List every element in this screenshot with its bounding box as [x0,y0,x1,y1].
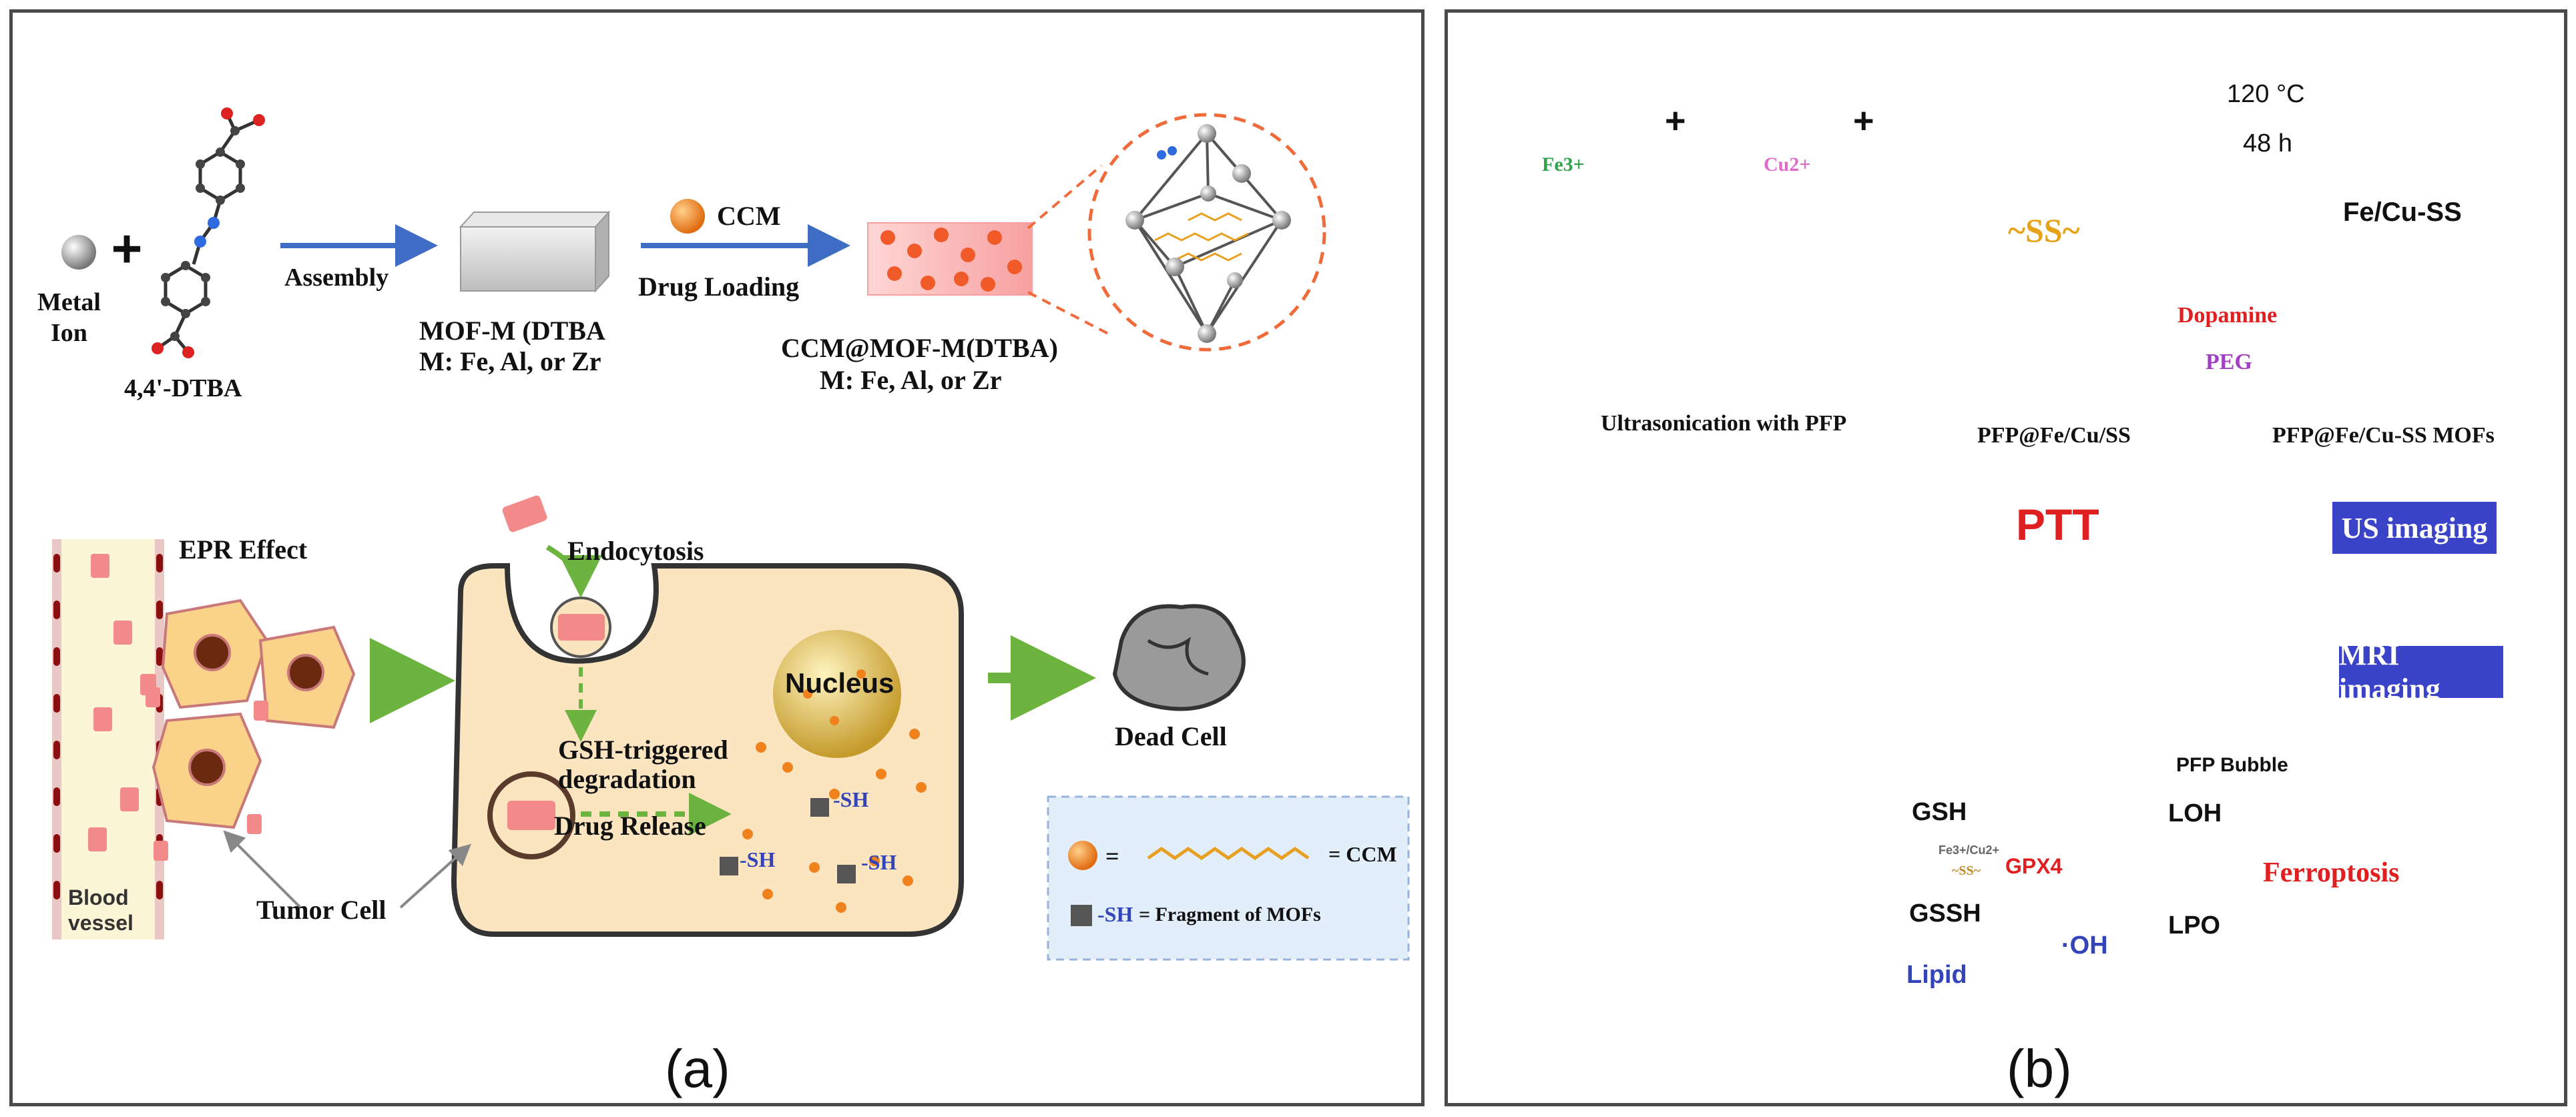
label-plus-1: + [1665,101,1686,141]
ccm-mof-block [867,222,1033,296]
label-fecu-ss: Fe/Cu-SS [2343,198,2462,227]
endocytosis-vesicle [502,495,611,658]
legend-fragment: = Fragment of MOFs [1139,903,1321,925]
label-assembly: Assembly [284,264,389,292]
label-dtba: 4,4'-DTBA [124,374,242,402]
label-gsh: GSH [1912,798,1967,826]
label-epr: EPR Effect [179,534,308,565]
dtba-atoms [152,107,265,358]
label-dopamine: Dopamine [2177,303,2278,328]
label-sh-3: -SH [861,850,897,874]
label-fecu-small: Fe3+/Cu2+ [1939,843,2000,857]
label-nucleus: Nucleus [785,667,894,699]
label-loh: LOH [2168,799,2222,827]
degradation-vesicle [487,771,575,859]
legend-ccm: = CCM [1328,842,1397,866]
label-pfp-bubble: PFP Bubble [2176,754,2288,776]
label-ss: ~SS~ [2008,212,2080,249]
tumor-cells [152,599,356,829]
label-drug-loading: Drug Loading [638,272,800,302]
label-peg: PEG [2206,350,2252,374]
legend-eq: = [1105,843,1119,869]
label-gpx4: GPX4 [2005,854,2063,878]
legend-sh: -SH [1097,902,1133,926]
panel-b [1445,9,2567,1106]
label-cu: Cu2+ [1764,153,1811,175]
label-pfp-mofs: PFP@Fe/Cu-SS MOFs [2272,423,2495,448]
label-gsh-1: GSH-triggered [558,735,728,765]
blood-vessel [52,539,164,940]
label-ccm-mof-1: CCM@MOF-M(DTBA) [781,333,1058,363]
svg-text:+: + [111,219,143,278]
label-lpo: LPO [2168,911,2221,940]
label-time: 48 h [2243,129,2292,157]
label-endocytosis: Endocytosis [567,536,704,566]
label-ultrasonication: Ultrasonication with PFP [1601,411,1847,436]
mri-imaging-box: MRI imaging [2339,639,2503,705]
label-ccm-mof-2: M: Fe, Al, or Zr [820,365,1002,395]
nucleus [773,630,901,758]
label-dead-cell: Dead Cell [1115,721,1227,751]
label-mof-1: MOF-M (DTBA [419,316,605,346]
legend-box [1047,795,1410,961]
label-tumor-cell: Tumor Cell [256,895,387,925]
label-blood-vessel: Blood vessel [68,885,134,935]
label-gssh: GSSH [1909,899,1981,927]
label-gsh-2: degradation [558,764,696,794]
label-pfp-fecu: PFP@Fe/Cu/SS [1977,423,2131,448]
label-lipid: Lipid [1906,961,1967,989]
label-ccm: CCM [717,201,781,231]
mof-fragments [720,798,856,883]
label-ss-small: ~SS~ [1952,863,1981,878]
us-imaging-box: US imaging [2332,502,2497,554]
dtba-linker [156,112,260,354]
label-plus-2: + [1853,101,1874,141]
caption-b: (b) [2007,1039,2072,1098]
label-drug-release: Drug Release [554,811,706,841]
label-metal-ion: Metal Ion [37,288,101,347]
label-sh-1: -SH [833,787,869,811]
caption-a: (a) [665,1039,730,1098]
metal-ion-sphere [61,235,96,270]
mof-block [459,210,611,293]
label-mof-2: M: Fe, Al, or Zr [419,346,601,376]
released-drugs [742,669,927,913]
label-fe: Fe3+ [1542,153,1585,175]
label-ptt: PTT [2016,500,2099,549]
label-sh-2: -SH [740,847,776,871]
ccm-sphere [670,199,705,234]
mof-octahedron-zoom [1087,113,1326,352]
label-oh: ·OH [2061,932,2108,960]
dead-cell [1112,604,1246,711]
label-ferroptosis: Ferroptosis [2263,857,2400,888]
label-temp: 120 °C [2227,80,2305,108]
